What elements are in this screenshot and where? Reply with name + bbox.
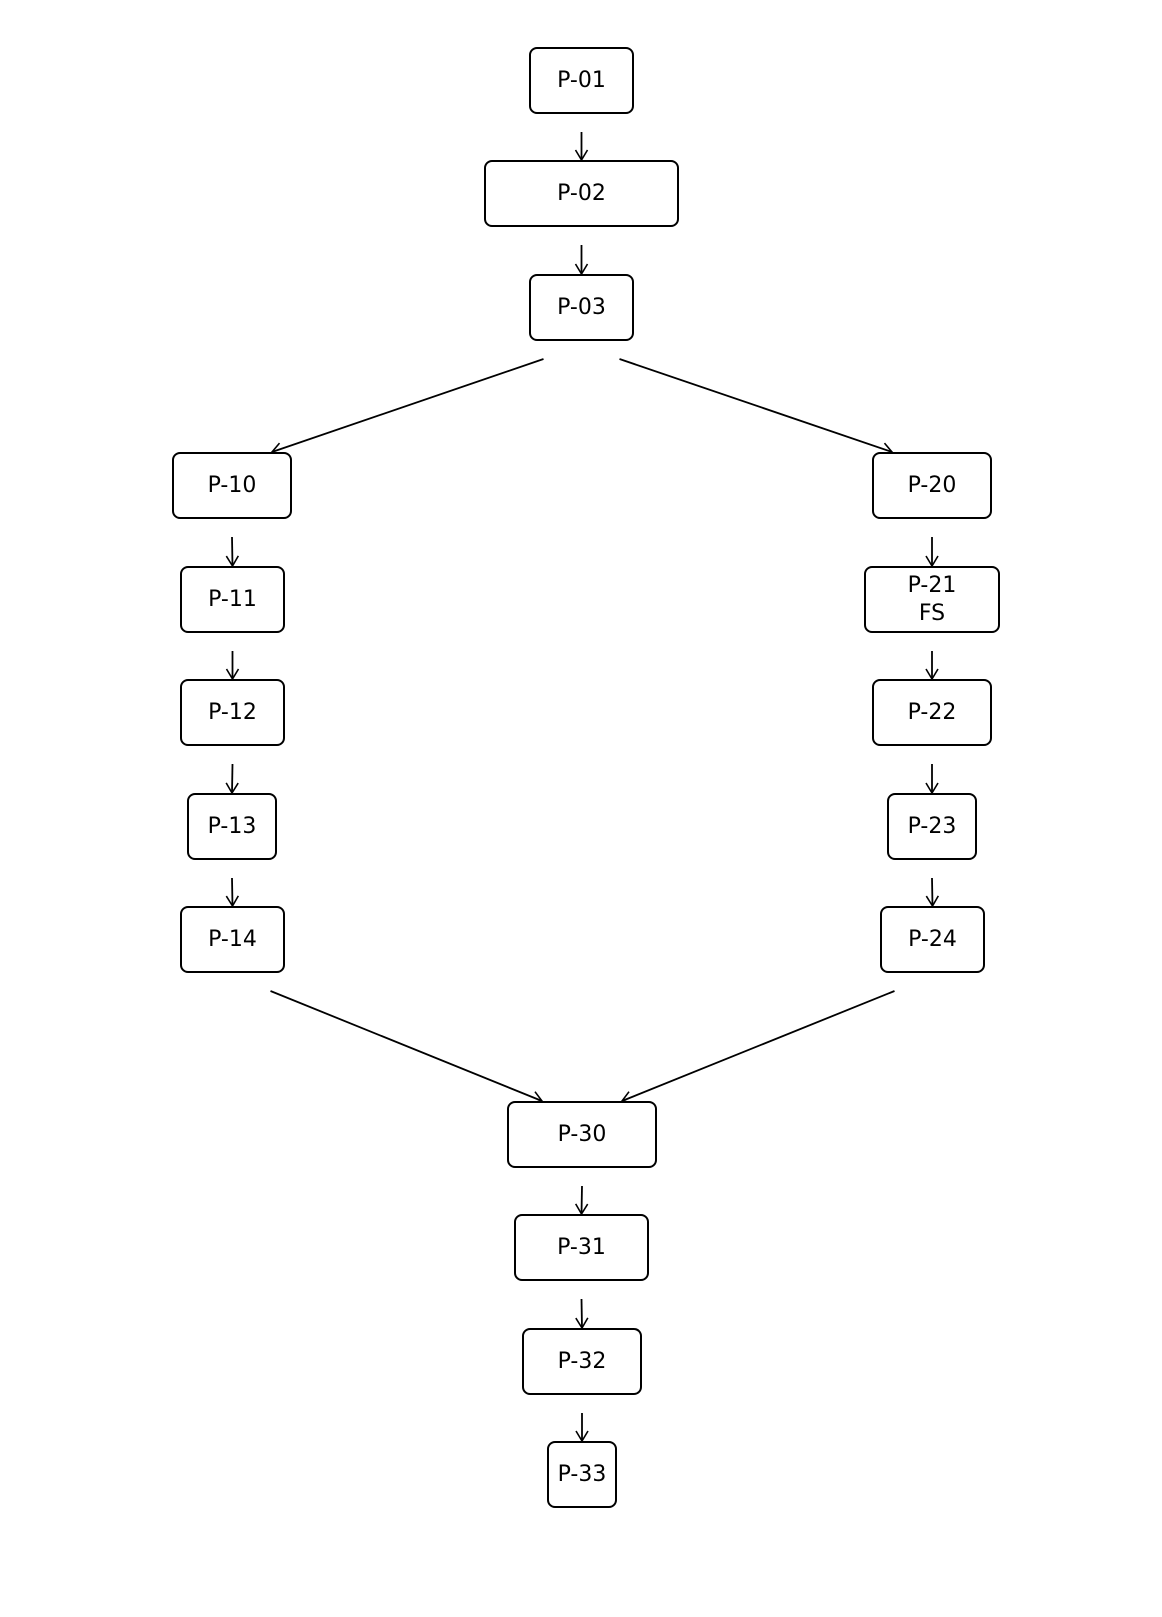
edge-p14-to-p30 — [270, 990, 544, 1104]
node-p10: P-10 — [172, 452, 292, 519]
node-p22: P-22 — [872, 679, 992, 746]
node-p13-id: P-13 — [207, 813, 257, 839]
edge-p24-to-p30 — [620, 990, 895, 1104]
node-p33: P-33 — [547, 1441, 617, 1508]
node-p01: P-01 — [529, 47, 634, 114]
edge-p10-to-p11 — [225, 536, 240, 568]
node-p13: P-13 — [187, 793, 277, 860]
node-p30: P-30 — [507, 1101, 657, 1168]
node-p21-text: FS — [918, 600, 946, 626]
node-p32-id: P-32 — [557, 1348, 607, 1374]
node-p02: P-02 — [484, 160, 679, 227]
node-p30-id: P-30 — [557, 1121, 607, 1147]
node-p31-id: P-31 — [557, 1234, 606, 1260]
edge-p03-to-p10 — [270, 358, 544, 456]
node-p20: P-20 — [872, 452, 992, 519]
node-p21-id: P-21 — [907, 572, 957, 598]
edge-p13-to-p14 — [225, 877, 240, 908]
edge-p03-to-p20 — [619, 358, 894, 456]
node-p24-id: P-24 — [908, 926, 957, 952]
node-p14-id: P-14 — [208, 926, 257, 952]
node-p22-id: P-22 — [907, 699, 957, 725]
node-p03-id: P-03 — [557, 294, 606, 320]
node-p24: P-24 — [880, 906, 985, 973]
node-p12-id: P-12 — [208, 699, 257, 725]
edge-p31-to-p32 — [575, 1298, 589, 1330]
node-p23: P-23 — [887, 793, 977, 860]
node-p12: P-12 — [180, 679, 285, 746]
node-p10-id: P-10 — [207, 472, 257, 498]
edge-p23-to-p24 — [925, 877, 940, 908]
edge-p30-to-p31 — [574, 1185, 589, 1216]
node-p11: P-11 — [180, 566, 285, 633]
node-p01-id: P-01 — [557, 67, 606, 93]
node-p21: P-21 FS — [864, 566, 1000, 633]
node-p31: P-31 — [514, 1214, 649, 1281]
node-p11-id: P-11 — [208, 586, 257, 612]
node-p03: P-03 — [529, 274, 634, 341]
node-p23-id: P-23 — [907, 813, 957, 839]
edge-p12-to-p13 — [225, 763, 239, 795]
node-p33-id: P-33 — [557, 1461, 607, 1487]
node-p14: P-14 — [180, 906, 285, 973]
node-p20-id: P-20 — [907, 472, 957, 498]
node-p02-id: P-02 — [557, 180, 606, 206]
node-p32: P-32 — [522, 1328, 642, 1395]
